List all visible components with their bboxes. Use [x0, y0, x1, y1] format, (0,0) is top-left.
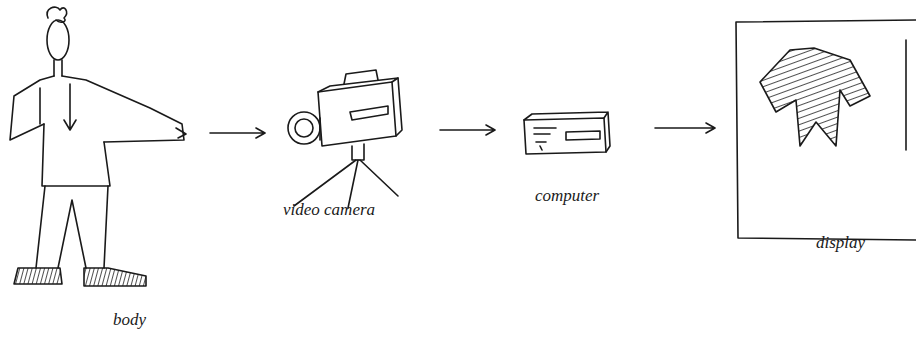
illustrated-node: display: [730, 15, 916, 265]
illustrated-node: body: [0, 0, 205, 339]
camera-sketch: [288, 70, 402, 208]
node-caption: body: [113, 310, 146, 330]
person-figure: [10, 7, 186, 286]
node-caption: computer: [535, 186, 599, 206]
node-caption: video camera: [283, 200, 375, 220]
flow-arrow: [655, 123, 715, 133]
illustrated-node: computer: [515, 100, 615, 210]
flow-arrow: [440, 125, 495, 135]
flow-arrow: [210, 128, 265, 138]
node-caption: display: [816, 233, 865, 253]
illustrated-node: video camera: [280, 65, 400, 230]
computer-sketch: [524, 112, 610, 154]
display-sketch: [736, 20, 916, 240]
